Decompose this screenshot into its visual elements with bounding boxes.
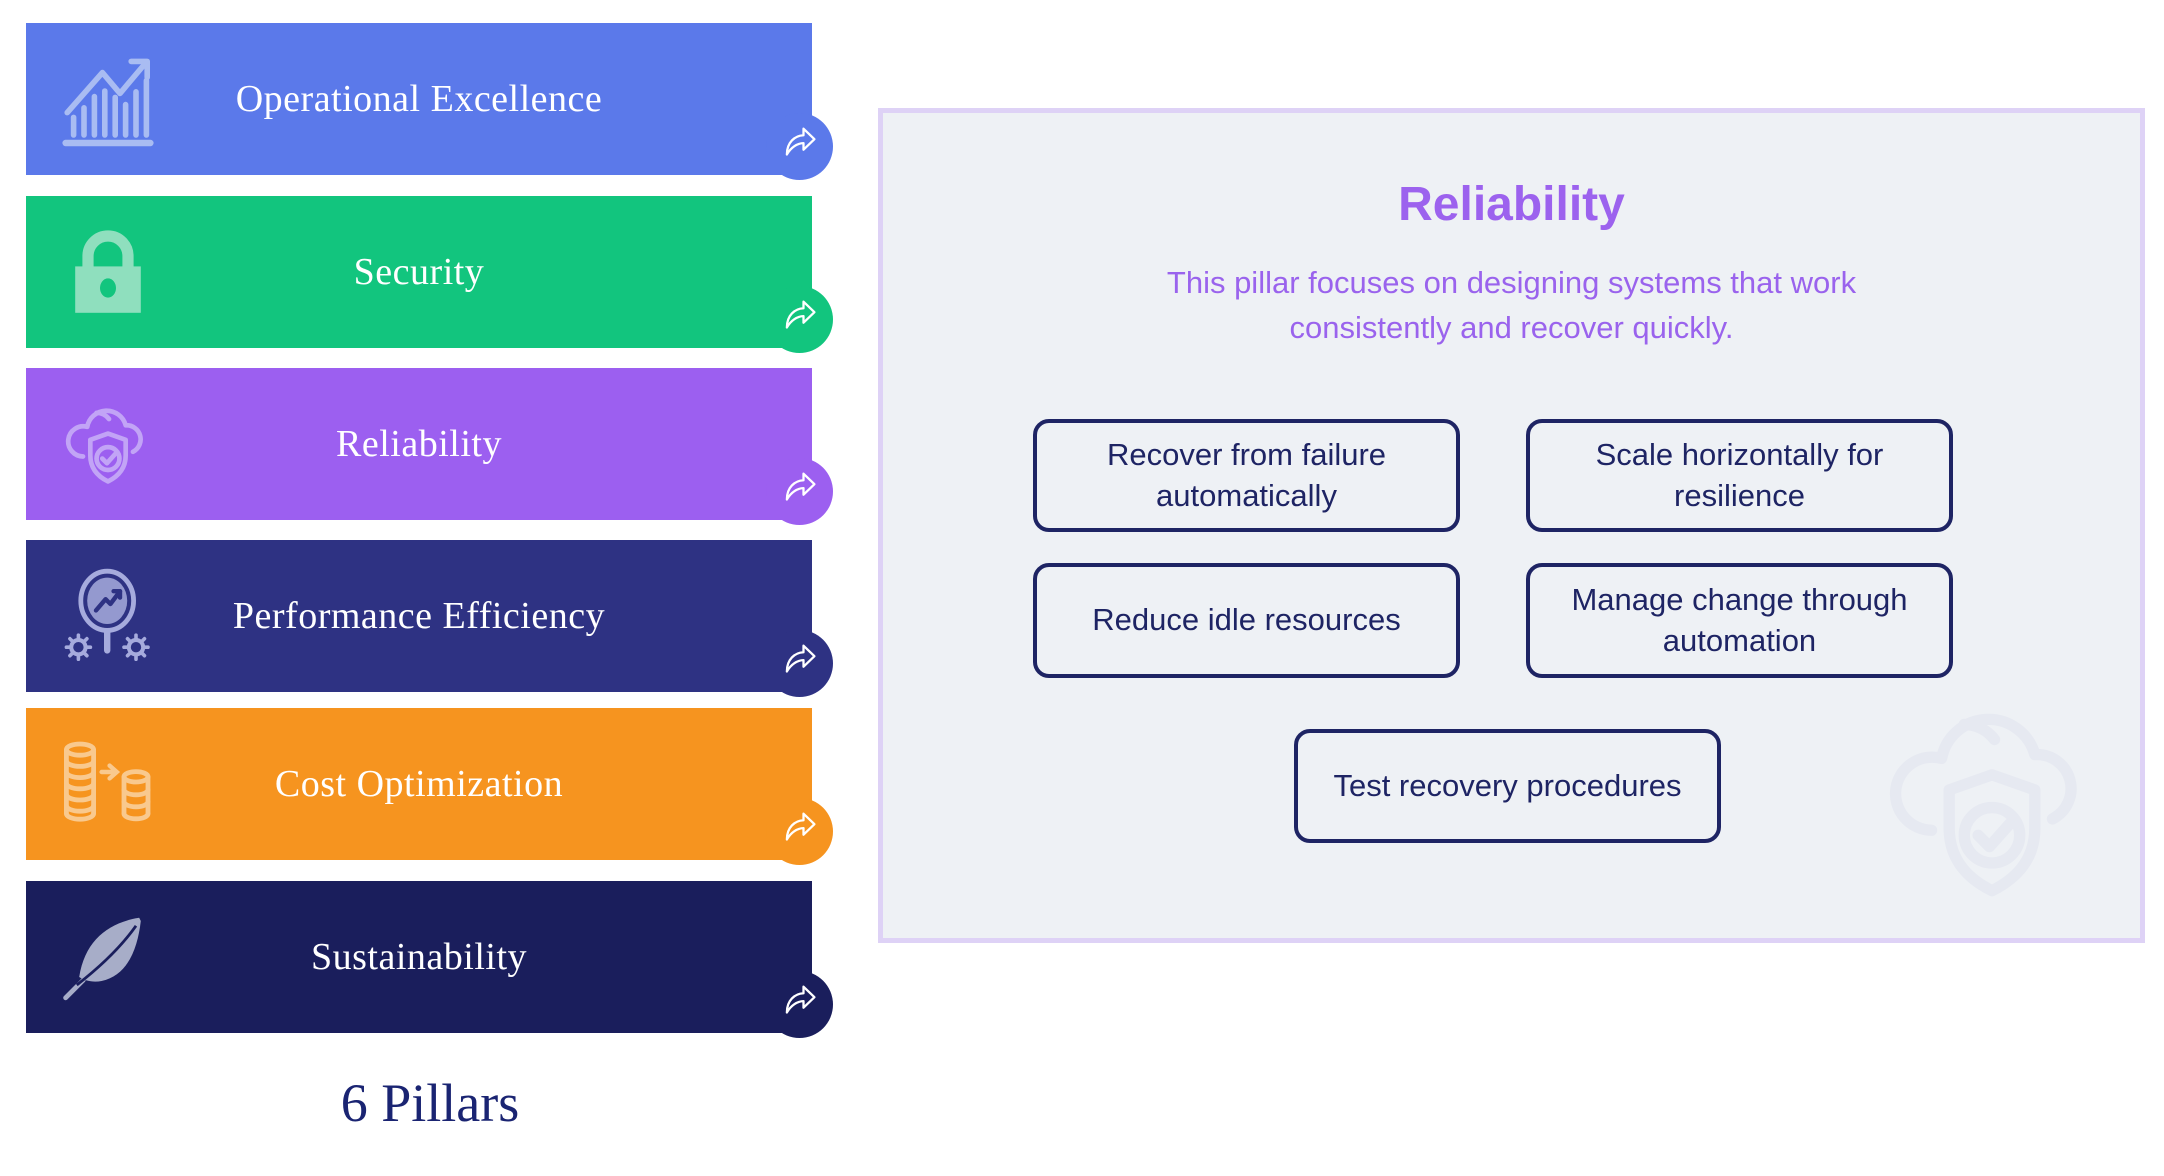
pillar-label: Sustainability <box>311 936 527 978</box>
pillar-label: Operational Excellence <box>235 78 603 120</box>
practice-box: Reduce idle resources <box>1033 563 1460 678</box>
pillar-arrow-button[interactable] <box>766 798 833 865</box>
pillar-sustainability[interactable]: Sustainability <box>26 881 812 1033</box>
cloud-shield-check-icon <box>56 392 160 496</box>
practice-box: Manage change through automation <box>1526 563 1953 678</box>
pillar-arrow-button[interactable] <box>766 286 833 353</box>
pillar-label: Cost Optimization <box>274 763 564 805</box>
pillar-label: Security <box>353 251 485 293</box>
curved-forward-arrow-icon <box>779 296 821 343</box>
pillar-cost-optimization[interactable]: Cost Optimization <box>26 708 812 860</box>
pillar-operational-excellence[interactable]: Operational Excellence <box>26 23 812 175</box>
padlock-icon <box>56 220 160 324</box>
bar-chart-growth-icon <box>56 47 160 151</box>
leaf-icon <box>56 905 160 1009</box>
magnifier-gears-icon <box>56 564 160 668</box>
pillars-caption: 6 Pillars <box>340 1073 520 1133</box>
cloud-shield-check-watermark-icon <box>1866 674 2118 926</box>
pillar-arrow-button[interactable] <box>766 630 833 697</box>
pillar-label: Performance Efficiency <box>232 595 606 637</box>
panel-title: Reliability <box>1398 178 1625 231</box>
pillar-label: Reliability <box>336 423 502 465</box>
pillar-arrow-button[interactable] <box>766 971 833 1038</box>
curved-forward-arrow-icon <box>779 808 821 855</box>
pillar-security[interactable]: Security <box>26 196 812 348</box>
practice-box: Test recovery procedures <box>1294 729 1721 843</box>
panel-description: This pillar focuses on designing systems… <box>1166 265 1857 345</box>
curved-forward-arrow-icon <box>779 468 821 515</box>
pillar-reliability[interactable]: Reliability <box>26 368 812 520</box>
practice-box: Recover from failure automatically <box>1033 419 1460 532</box>
pillar-arrow-button[interactable] <box>766 113 833 180</box>
curved-forward-arrow-icon <box>779 123 821 170</box>
pillar-performance-efficiency[interactable]: Performance Efficiency <box>26 540 812 692</box>
practice-box: Scale horizontally for resilience <box>1526 419 1953 532</box>
curved-forward-arrow-icon <box>779 640 821 687</box>
pillar-arrow-button[interactable] <box>766 458 833 525</box>
reliability-detail-panel: Reliability This pillar focuses on desig… <box>878 108 2145 943</box>
coin-stacks-arrow-icon <box>56 732 160 836</box>
curved-forward-arrow-icon <box>779 981 821 1028</box>
